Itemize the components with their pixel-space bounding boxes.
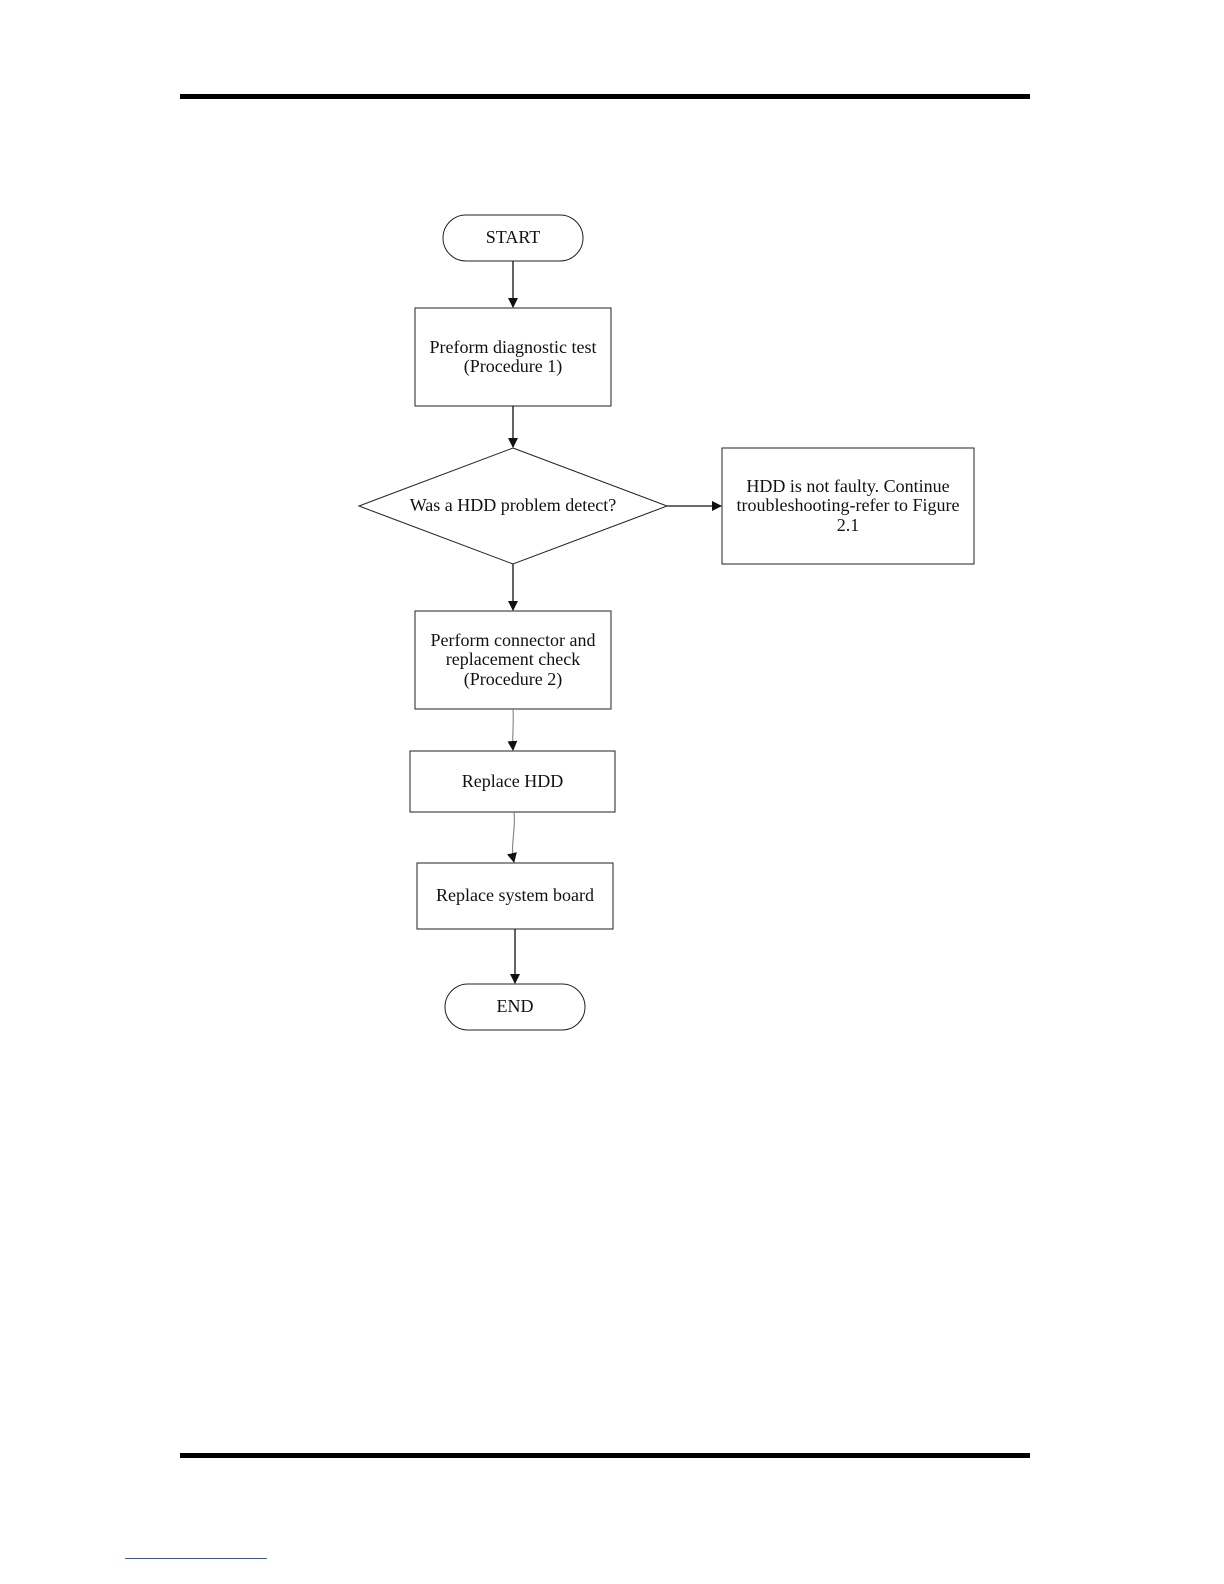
- end-label: END: [445, 984, 585, 1030]
- replace-hdd-label: Replace HDD: [410, 751, 615, 812]
- hdd-not-faulty-label: HDD is not faulty. Continue troubleshoot…: [722, 448, 974, 564]
- decision-label: Was a HDD problem detect?: [380, 486, 646, 526]
- footer-link-underline: [125, 1558, 267, 1559]
- connector-check-label: Perform connector and replacement check …: [415, 611, 611, 709]
- replace-system-board-label: Replace system board: [417, 863, 613, 929]
- start-label: START: [443, 215, 583, 261]
- connector-step2-step3: [513, 709, 514, 750]
- connector-step3-step4: [513, 812, 515, 862]
- footer-rule: [180, 1453, 1030, 1458]
- diagnostic-test-label: Preform diagnostic test (Procedure 1): [415, 308, 611, 406]
